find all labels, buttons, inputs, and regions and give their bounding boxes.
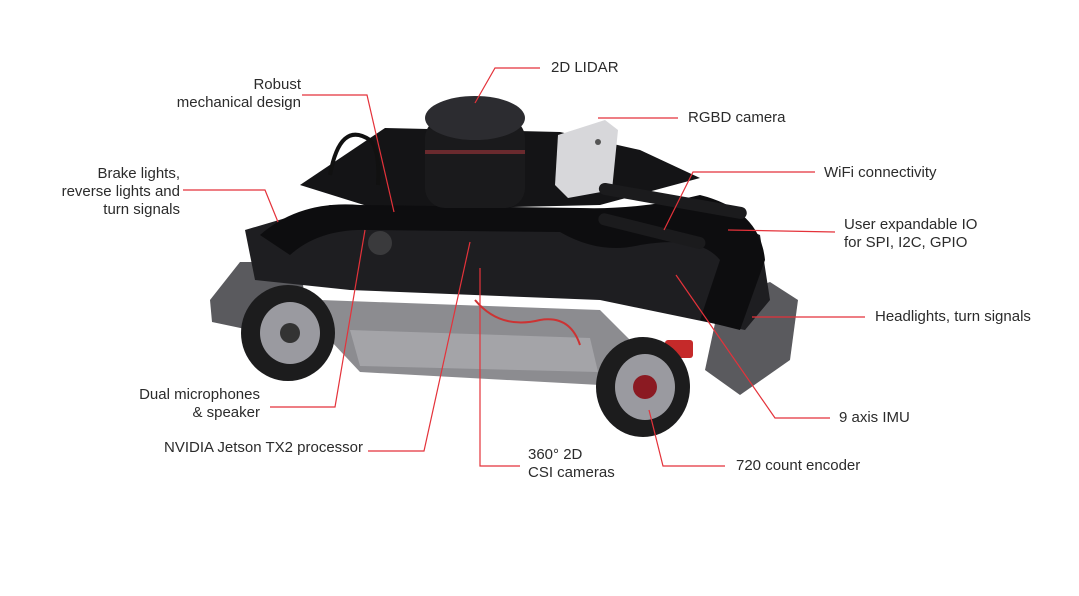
label-mechanical-line-1: Robust [253,76,301,93]
label-mics: Dual microphones & speaker [139,386,260,422]
label-encoder-line-1: 720 count encoder [736,457,861,474]
lidar-ring [425,150,525,154]
leader-lidar [474,67,540,104]
chassis-tray [350,330,598,372]
lidar-body [425,118,525,208]
label-jetson: NVIDIA Jetson TX2 processor [164,439,363,457]
leader-lines [183,67,865,467]
leader-jetson [368,241,471,452]
wifi-antenna-1 [598,182,747,219]
label-brake-line-3: turn signals [103,201,180,218]
label-csi-line-1: 360° 2D [528,446,583,463]
label-io: User expandable IO for SPI, I2C, GPIO [844,216,977,252]
label-headlights-line-1: Headlights, turn signals [875,308,1031,325]
label-headlights: Headlights, turn signals [875,308,1031,326]
label-mics-line-2: & speaker [192,404,260,421]
wire-red-white [474,299,581,346]
label-csi: 360° 2D CSI cameras [528,446,615,482]
label-lidar-line-1: 2D LIDAR [551,59,619,76]
label-io-line-2: for SPI, I2C, GPIO [844,234,968,251]
leader-imu [675,274,830,419]
speaker [368,231,392,255]
rear-wheel [241,285,335,381]
rgbd-lens [595,139,601,145]
label-jetson-line-1: NVIDIA Jetson TX2 processor [164,439,363,456]
label-wifi-line-1: WiFi connectivity [824,164,937,181]
cable [328,132,381,186]
label-mechanical-line-2: mechanical design [176,94,301,111]
leader-brake [183,189,279,223]
label-csi-line-2: CSI cameras [528,464,615,481]
label-brake: Brake lights, reverse lights and turn si… [62,165,180,219]
leader-mechanical [302,94,395,213]
lidar-top [425,96,525,140]
label-brake-line-2: reverse lights and [61,183,180,200]
label-imu-line-1: 9 axis IMU [839,409,910,426]
label-lidar: 2D LIDAR [551,59,619,77]
leader-mics [270,229,366,408]
leader-encoder [648,409,725,467]
label-wifi: WiFi connectivity [824,164,937,182]
wifi-antenna-2 [598,213,706,249]
rgbd-camera-body [555,120,618,198]
label-rgbd: RGBD camera [688,109,786,127]
label-rgbd-line-1: RGBD camera [688,109,786,126]
leader-wifi [663,171,815,231]
leader-io [727,229,836,233]
label-mechanical: Robust mechanical design [177,76,301,112]
leader-csi [479,268,520,467]
label-brake-line-1: Brake lights, [97,165,180,182]
label-imu: 9 axis IMU [839,409,910,427]
front-wheel [596,337,690,437]
label-encoder: 720 count encoder [736,457,860,475]
label-io-line-1: User expandable IO [844,216,978,233]
label-mics-line-1: Dual microphones [139,386,260,403]
